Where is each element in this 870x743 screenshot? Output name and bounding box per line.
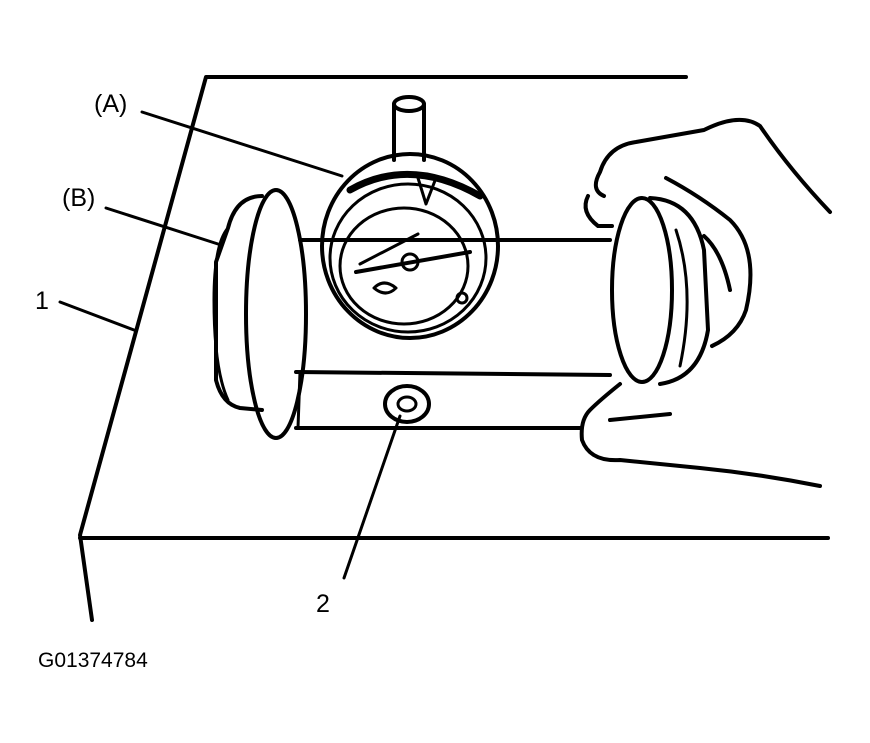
leader-lines (58, 110, 402, 580)
right-end-disc (610, 196, 710, 386)
callout-label-b: (B) (62, 184, 96, 212)
callout-label-a: (A) (94, 90, 128, 118)
gauge-body (294, 238, 612, 430)
left-end-disc (212, 188, 308, 440)
dial-indicator (320, 152, 500, 340)
work-bench (78, 75, 830, 622)
bleed-screw (383, 384, 431, 424)
hand (579, 118, 832, 488)
callout-label-1: 1 (35, 287, 49, 315)
callout-label-2: 2 (316, 590, 330, 618)
plunger-stem (392, 95, 426, 162)
figure-id: G01374784 (38, 649, 148, 672)
